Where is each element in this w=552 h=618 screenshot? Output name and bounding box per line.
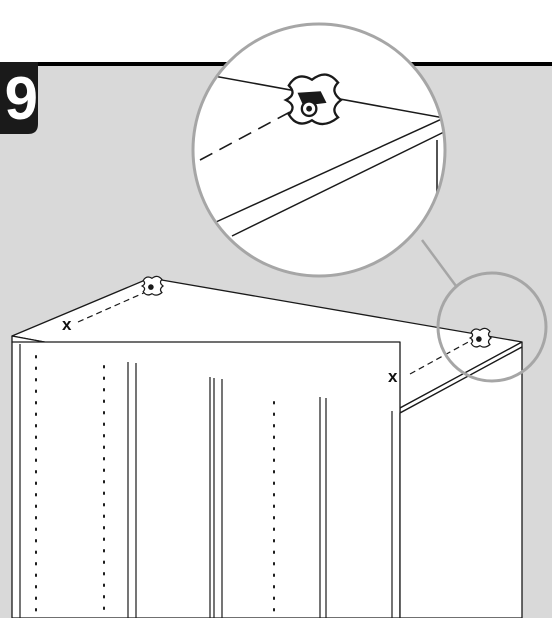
magnifier-ring [191,22,447,278]
magnifier-fill [193,24,445,276]
marker-x-right: x [388,367,398,386]
step-badge [0,62,38,134]
marker-x-left: x [62,315,72,334]
dashed-guide-lines [77,290,473,375]
cabinet [11,277,523,618]
detail-callout-circle [436,271,548,383]
cabinet-body [11,341,401,618]
shelf-pin-holes [35,355,275,613]
cabinet-side-panel [399,346,523,618]
magnified-detail [193,71,445,237]
cabinet-panels [19,344,393,618]
connector-fitting-left [140,275,165,296]
magnified-connector-fitting [283,73,343,126]
magnifier-leader-line [420,239,458,287]
connector-fitting-right [468,327,493,348]
